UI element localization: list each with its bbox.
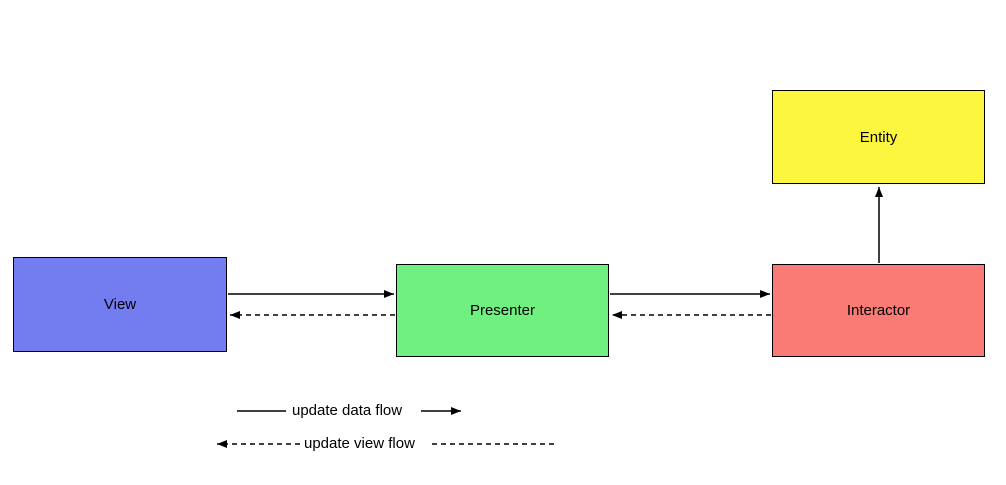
- node-presenter: Presenter: [396, 264, 609, 357]
- node-view: View: [13, 257, 227, 352]
- node-interactor-label: Interactor: [846, 302, 911, 319]
- legend-update-data-flow: update data flow: [292, 402, 403, 419]
- node-presenter-label: Presenter: [469, 302, 536, 319]
- node-view-label: View: [103, 296, 137, 313]
- node-interactor: Interactor: [772, 264, 985, 357]
- legend-update-view-flow: update view flow: [304, 435, 415, 452]
- node-entity: Entity: [772, 90, 985, 184]
- node-entity-label: Entity: [859, 128, 898, 146]
